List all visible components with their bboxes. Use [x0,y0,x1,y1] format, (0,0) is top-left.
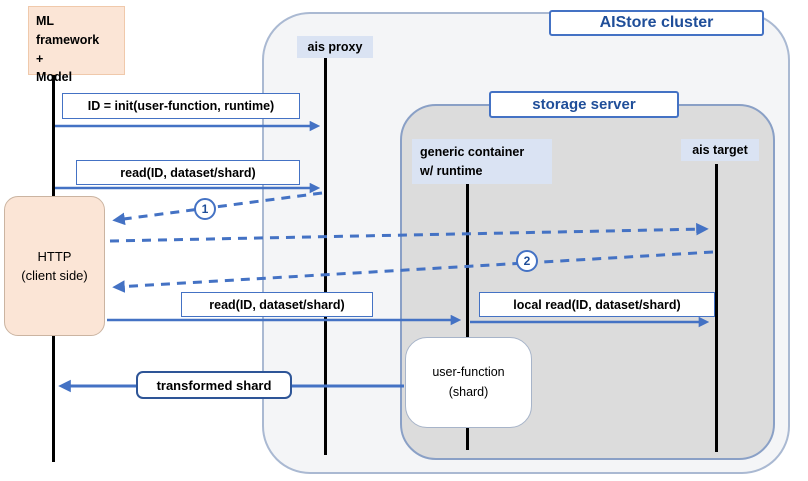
aistore-cluster-title: AIStore cluster [549,10,764,36]
http-client-box: HTTP (client side) [4,196,105,336]
user-function-line2: (shard) [448,384,489,399]
ais-target-lifeline [715,164,718,452]
step-1-badge: 1 [194,198,216,220]
generic-container-label: generic container w/ runtime [412,139,552,184]
generic-container-label-line2: w/ runtime [420,163,483,178]
ml-framework-line3: Model [36,70,73,85]
message-local-read-label: local read(ID, dataset/shard) [479,292,715,317]
message-read-to-proxy-label: read(ID, dataset/shard) [76,160,300,185]
ml-framework-line2: + [36,51,44,66]
generic-container-lifeline [466,184,469,450]
storage-server-title: storage server [489,91,679,118]
http-client-line2: (client side) [21,268,88,283]
http-client-line1: HTTP [37,248,72,264]
message-transformed-shard-label: transformed shard [136,371,292,399]
message-read-to-container-label: read(ID, dataset/shard) [181,292,373,317]
user-function-box: user-function (shard) [405,337,532,428]
user-function-line1: user-function [432,365,505,380]
step-2-badge: 2 [516,250,538,272]
ml-framework-box: ML framework + Model [28,6,125,84]
ais-proxy-lifeline [324,58,327,455]
message-init-label: ID = init(user-function, runtime) [62,93,300,119]
ml-framework-line1: ML framework [36,14,100,47]
ais-target-label: ais target [681,139,759,161]
ais-proxy-label: ais proxy [297,36,373,58]
generic-container-label-line1: generic container [420,145,525,160]
